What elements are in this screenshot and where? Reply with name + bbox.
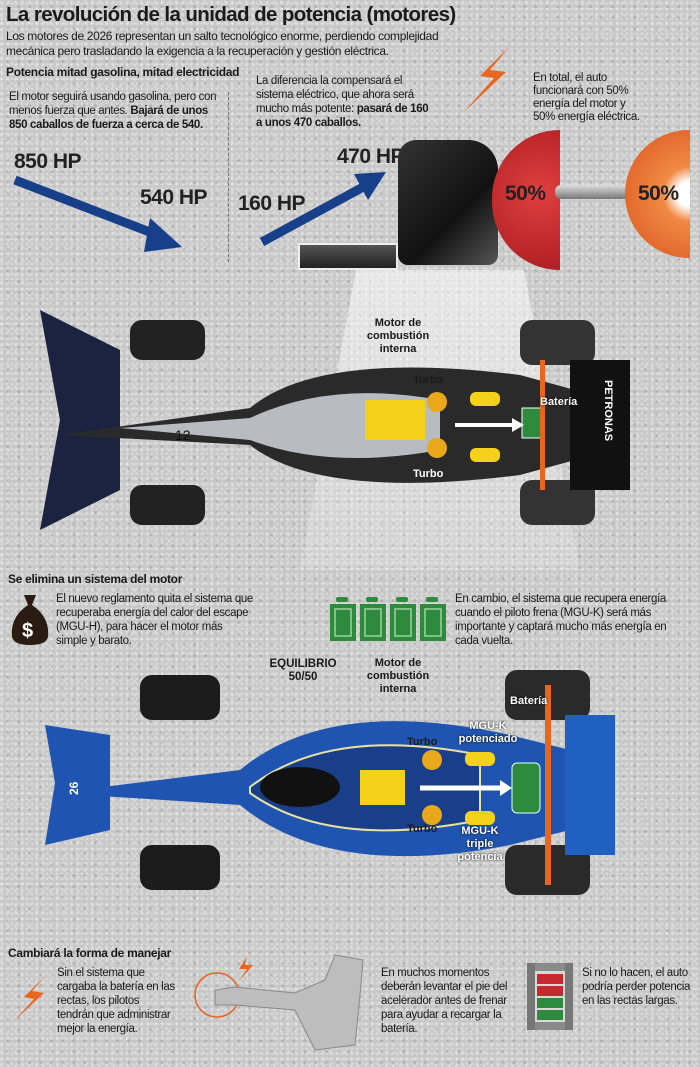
mguk-text: En cambio, el sistema que recupera energ… <box>455 593 667 647</box>
electric-share-label: 50% <box>638 182 679 205</box>
hp-electric-before: 160 HP <box>238 192 306 215</box>
engine-share-label: 50% <box>505 182 546 205</box>
battery-cells-icon <box>330 597 446 641</box>
pipe <box>555 185 630 199</box>
car2-turbo-bottom-label: Turbo <box>407 823 438 835</box>
decrease-arrow-icon <box>13 172 386 252</box>
car2-mguk-top-label: MGU-K potenciado <box>458 720 518 745</box>
car1-battery-label: Batería <box>540 396 578 408</box>
power-loss-text: Si no lo hacen, el auto podría perder po… <box>582 967 691 1007</box>
manage-energy-text: Sin el sistema que cargaba la batería en… <box>57 967 175 1035</box>
car1-diagram: PETRONAS 12 <box>40 310 630 530</box>
car2-number: 26 <box>67 781 81 795</box>
hp-electric-after: 470 HP <box>337 145 405 168</box>
battery-pack-image <box>298 243 398 270</box>
section2-heading: Se elimina un sistema del motor <box>8 572 183 586</box>
electric-text-plain: La diferencia la compensará el sistema e… <box>256 75 414 115</box>
total-text: En total, el auto funcionará con 50% ene… <box>533 72 640 123</box>
car2-turbo-top-label: Turbo <box>407 736 438 748</box>
car1-turbo-bottom-label: Turbo <box>413 468 444 480</box>
lift-and-coast-text: En muchos momentos deberán levantar el p… <box>381 967 508 1035</box>
engine-text-bold: Bajará de unos 850 caballos de fuerza a … <box>9 105 208 131</box>
car2-mguk-bottom-label: MGU-K triple potencia <box>457 825 503 863</box>
lightning-icon <box>14 975 46 1021</box>
page-title: La revolución de la unidad de potencia (… <box>6 3 456 26</box>
section1-heading: Potencia mitad gasolina, mitad electrici… <box>6 65 240 79</box>
car1-sponsor: PETRONAS <box>602 380 614 441</box>
divider <box>228 92 229 262</box>
section3-heading: Cambiará la forma de manejar <box>8 946 172 960</box>
car1-engine-label: Motor de combustión interna <box>366 317 430 355</box>
driver-figure-image <box>194 954 364 1051</box>
hp-engine-after: 540 HP <box>140 186 208 209</box>
car1-turbo-top-label: Turbo <box>413 374 444 386</box>
engine-text: El motor seguirá usando gasolina, pero c… <box>9 90 224 132</box>
car2-battery-label: Batería <box>510 695 548 707</box>
hp-engine-before: 850 HP <box>14 150 82 173</box>
car2-diagram: 26 <box>45 670 615 895</box>
battery-gauge-icon <box>527 963 573 1030</box>
engine-text-plain: El motor seguirá usando gasolina, pero c… <box>9 91 217 117</box>
mguh-text: El nuevo reglamento quita el sistema que… <box>56 593 253 647</box>
page-subtitle: Los motores de 2026 representan un salto… <box>6 29 439 58</box>
svg-text:$: $ <box>22 620 33 642</box>
car2-balance-label: EQUILIBRIO 50/50 <box>269 658 337 683</box>
engine-image <box>398 140 498 265</box>
money-bag-icon: $ <box>11 595 49 645</box>
car2-engine-label: Motor de combustión interna <box>366 657 430 695</box>
electric-text: La diferencia la compensará el sistema e… <box>256 74 436 130</box>
electric-text-bold: pasará de 160 a unos 470 caballos. <box>256 103 429 129</box>
car1-number: 12 <box>175 427 191 443</box>
